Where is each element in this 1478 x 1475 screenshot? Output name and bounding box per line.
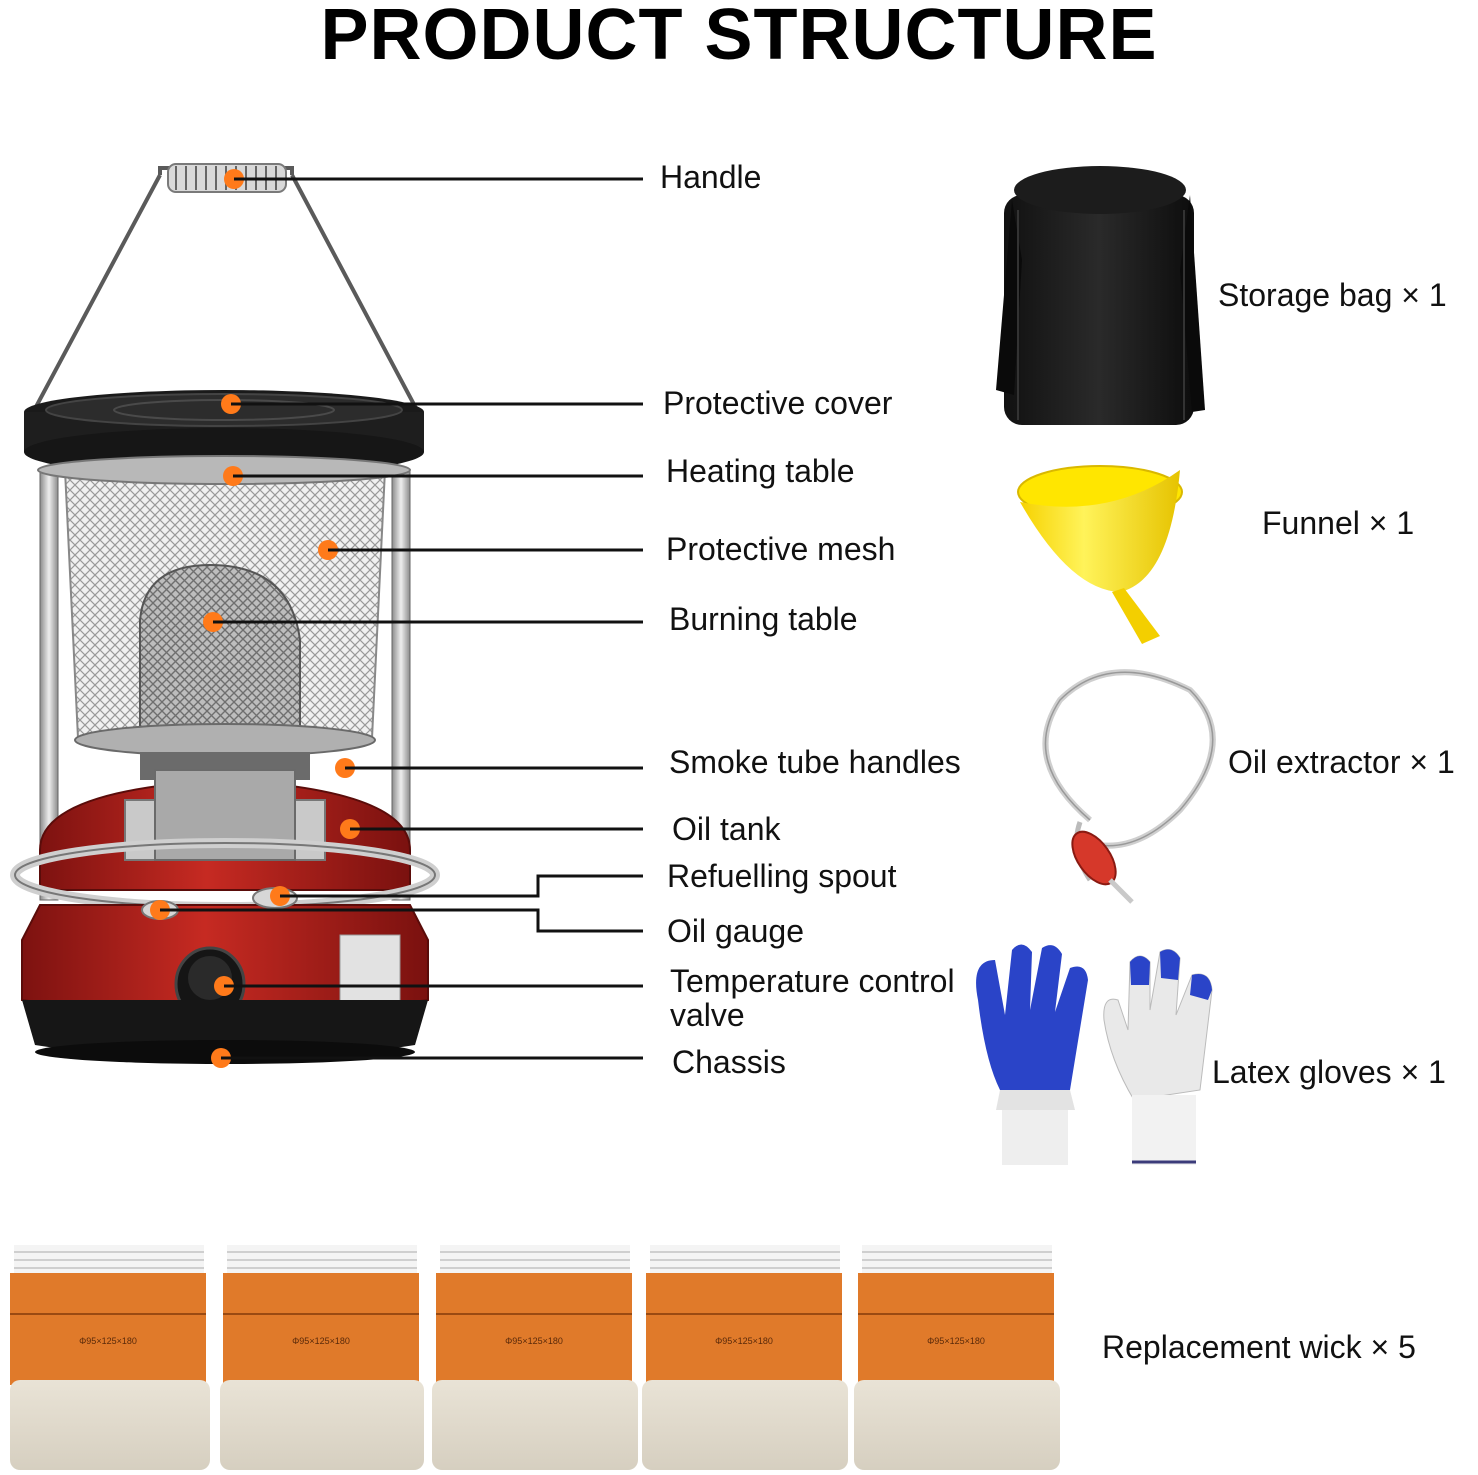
- latex-gloves-image: [976, 944, 1213, 1165]
- leader-lines: [160, 177, 643, 1060]
- wick-2: [220, 1245, 424, 1470]
- label-funnel: Funnel × 1: [1262, 505, 1415, 541]
- label-smoke-tube-handles: Smoke tube handles: [669, 744, 961, 780]
- wick-print-1: Φ95×125×180: [79, 1336, 137, 1346]
- page-title: PRODUCT STRUCTURE: [320, 0, 1158, 75]
- label-oil-gauge: Oil gauge: [667, 913, 804, 949]
- label-latex-gloves: Latex gloves × 1: [1212, 1054, 1446, 1090]
- label-handle: Handle: [660, 159, 762, 195]
- label-protective-cover: Protective cover: [663, 385, 893, 421]
- label-protective-mesh: Protective mesh: [666, 531, 896, 567]
- wick-print-4: Φ95×125×180: [715, 1336, 773, 1346]
- wick-3: [432, 1245, 638, 1470]
- wick-print-3: Φ95×125×180: [505, 1336, 563, 1346]
- label-oil-tank: Oil tank: [672, 811, 781, 847]
- funnel-image: [1017, 465, 1183, 644]
- wick-print-5: Φ95×125×180: [927, 1336, 985, 1346]
- replacement-wicks: Φ95×125×180 Φ95×125×180 Φ95×125×180 Φ95×…: [10, 1245, 1060, 1470]
- label-oil-extractor: Oil extractor × 1: [1228, 744, 1455, 780]
- label-temperature-control-valve-line2: valve: [670, 997, 745, 1033]
- label-temperature-control-valve-line1: Temperature control: [670, 963, 955, 999]
- kerosene-heater: [10, 163, 643, 1068]
- oil-extractor-image: [1042, 669, 1216, 904]
- label-chassis: Chassis: [672, 1044, 786, 1080]
- wick-print-2: Φ95×125×180: [292, 1336, 350, 1346]
- label-replacement-wick: Replacement wick × 5: [1102, 1329, 1416, 1365]
- wick-4: [642, 1245, 848, 1470]
- label-burning-table: Burning table: [669, 601, 858, 637]
- label-heating-table: Heating table: [666, 453, 855, 489]
- label-storage-bag: Storage bag × 1: [1218, 277, 1447, 313]
- wick-1: [10, 1245, 210, 1470]
- storage-bag-image: [996, 166, 1205, 425]
- label-refuelling-spout: Refuelling spout: [667, 858, 897, 894]
- wick-5: [854, 1245, 1060, 1470]
